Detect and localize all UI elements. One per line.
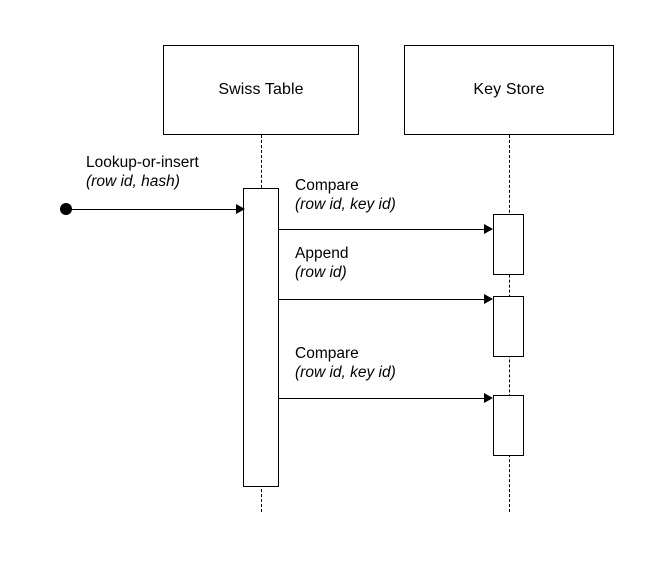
message-label-compare-1: Compare (row id, key id) <box>295 176 396 214</box>
message-label-lookup-or-insert: Lookup-or-insert (row id, hash) <box>86 153 199 191</box>
message-params-compare-1: (row id, key id) <box>295 196 396 213</box>
participant-label-swiss-table: Swiss Table <box>218 81 304 99</box>
message-arrowhead-append <box>484 294 493 304</box>
activation-bar-swiss-table <box>243 188 279 487</box>
message-label-append: Append (row id) <box>295 244 348 282</box>
message-params-append: (row id) <box>295 264 347 281</box>
message-line-append <box>279 299 485 300</box>
message-line-lookup-or-insert <box>66 209 237 210</box>
activation-bar-key-store-1 <box>493 214 524 275</box>
message-label-compare-2: Compare (row id, key id) <box>295 344 396 382</box>
message-params-compare-2: (row id, key id) <box>295 364 396 381</box>
message-arrowhead-lookup-or-insert <box>236 204 245 214</box>
message-arrowhead-compare-2 <box>484 393 493 403</box>
message-params-lookup-or-insert: (row id, hash) <box>86 173 180 190</box>
activation-bar-key-store-2 <box>493 296 524 357</box>
message-line-compare-2 <box>279 398 485 399</box>
message-title-compare-1: Compare <box>295 177 359 194</box>
activation-bar-key-store-3 <box>493 395 524 456</box>
participant-box-swiss-table[interactable]: Swiss Table <box>163 45 359 135</box>
message-line-compare-1 <box>279 229 485 230</box>
message-title-append: Append <box>295 245 349 262</box>
participant-label-key-store: Key Store <box>473 81 545 99</box>
message-title-lookup-or-insert: Lookup-or-insert <box>86 154 199 171</box>
participant-box-key-store[interactable]: Key Store <box>404 45 614 135</box>
message-arrowhead-compare-1 <box>484 224 493 234</box>
message-title-compare-2: Compare <box>295 345 359 362</box>
